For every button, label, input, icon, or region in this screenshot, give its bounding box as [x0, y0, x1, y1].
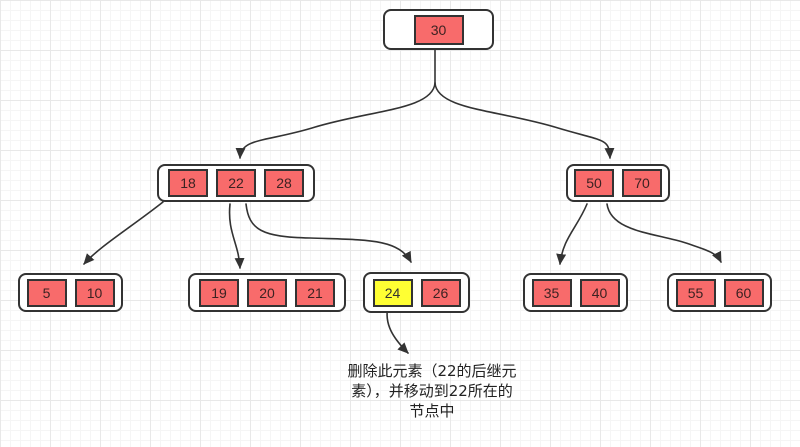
key-cell-highlighted: 24: [372, 278, 413, 307]
edge-key-24-to-annotation: [386, 305, 409, 354]
annotation-text: 删除此元素（22的后继元 素），并移动到22所在的 节点中: [322, 361, 542, 421]
btree-node-leaf-19-20-21: 19 20 21: [188, 273, 346, 312]
btree-node-internal-left: 18 22 28: [157, 164, 315, 202]
edge-internal-left-to-leaf-5-10: [83, 201, 164, 265]
edge-internal-left-to-leaf-19-20-21: [228, 203, 245, 269]
key-cell: 22: [216, 169, 256, 197]
key-cell: 28: [264, 169, 304, 197]
btree-node-internal-right: 50 70: [566, 164, 670, 202]
btree-node-leaf-35-40: 35 40: [523, 273, 628, 312]
key-cell: 40: [579, 278, 620, 307]
btree-node-leaf-5-10: 5 10: [18, 273, 123, 312]
edge-internal-right-to-leaf-55-60: [606, 203, 722, 263]
annotation-line: 删除此元素（22的后继元: [347, 362, 517, 380]
key-cell: 19: [199, 278, 239, 307]
key-cell: 50: [574, 169, 614, 197]
key-cell: 21: [295, 278, 335, 307]
key-cell: 10: [74, 278, 115, 307]
edge-root-to-internal-left: [235, 82, 436, 159]
edge-internal-right-to-leaf-35-40: [556, 203, 588, 265]
key-cell: 26: [420, 278, 461, 307]
key-cell: 20: [247, 278, 287, 307]
annotation-line: 节点中: [409, 402, 455, 420]
key-cell: 30: [413, 14, 464, 45]
key-cell: 35: [531, 278, 572, 307]
key-cell: 18: [168, 169, 208, 197]
edge-internal-left-to-leaf-24-26: [245, 203, 412, 263]
annotation-line: 素），并移动到22所在的: [351, 382, 513, 400]
btree-node-leaf-55-60: 55 60: [667, 273, 772, 312]
key-cell: 55: [675, 278, 716, 307]
key-cell: 5: [26, 278, 67, 307]
key-cell: 70: [622, 169, 662, 197]
btree-node-root: 30: [383, 9, 494, 50]
key-cell: 60: [723, 278, 764, 307]
btree-node-leaf-24-26: 24 26: [363, 272, 470, 313]
edge-root-to-internal-right: [434, 82, 615, 159]
